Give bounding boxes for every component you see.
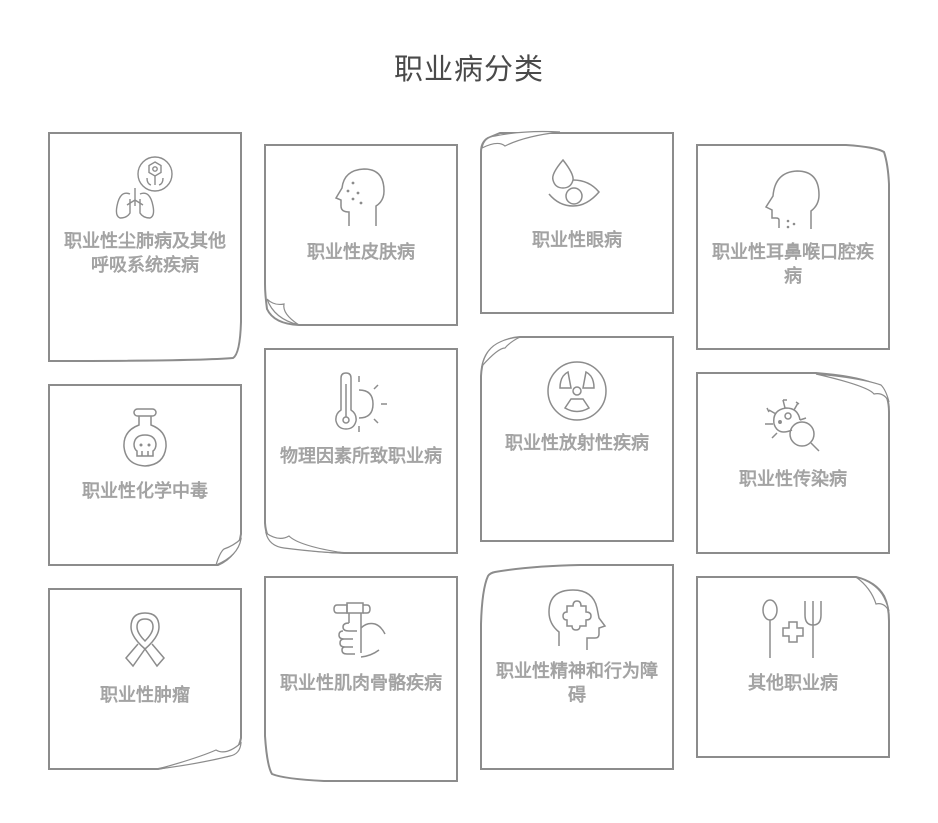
card-ent-disease[interactable]: 职业性耳鼻喉口腔疾病	[696, 144, 890, 350]
card-label: 职业性传染病	[739, 469, 847, 490]
card-eye-disease[interactable]: 职业性眼病	[480, 130, 674, 314]
card-frame	[480, 130, 674, 314]
card-frame	[264, 144, 458, 326]
card-label: 职业性眼病	[532, 230, 622, 251]
spoon-cross-fork-icon	[762, 599, 822, 658]
card-frame	[480, 564, 674, 770]
hand-grip-icon	[333, 602, 386, 658]
card-frame	[480, 336, 674, 542]
card-frame	[264, 348, 458, 554]
flask-skull-icon	[123, 408, 167, 467]
card-label: 职业性化学中毒	[82, 481, 208, 502]
card-infectious-disease[interactable]: 职业性传染病	[696, 372, 890, 554]
card-musculoskeletal-disease[interactable]: 职业性肌肉骨骼疾病	[264, 576, 458, 782]
card-mental-disorder[interactable]: 职业性精神和行为障碍	[480, 564, 674, 770]
head-throat-icon	[764, 170, 820, 229]
card-label: 物理因素所致职业病	[280, 446, 442, 467]
ribbon-icon	[125, 612, 165, 668]
face-spots-icon	[334, 168, 385, 226]
card-frame	[696, 372, 890, 554]
card-frame	[48, 588, 242, 770]
card-label: 职业性尘肺病及其他呼吸系统疾病	[64, 231, 226, 276]
card-other-disease[interactable]: 其他职业病	[696, 576, 890, 758]
card-label: 其他职业病	[748, 673, 838, 694]
card-label: 职业性肿瘤	[100, 685, 190, 706]
head-puzzle-icon	[548, 589, 607, 650]
card-frame	[48, 132, 242, 363]
card-frame	[696, 144, 890, 350]
bacteria-magnifier-icon	[765, 399, 820, 452]
card-label: 职业性肌肉骨骼疾病	[280, 673, 442, 694]
card-label: 职业性放射性疾病	[505, 433, 649, 454]
card-frame	[696, 576, 890, 758]
card-label: 职业性耳鼻喉口腔疾病	[712, 242, 874, 287]
thermometer-sun-icon	[335, 372, 387, 432]
radiation-icon	[547, 361, 607, 421]
lungs-virus-icon	[115, 156, 173, 219]
card-label: 职业性精神和行为障碍	[496, 661, 658, 706]
card-chemical-poisoning[interactable]: 职业性化学中毒	[48, 384, 242, 567]
card-skin-disease[interactable]: 职业性皮肤病	[264, 144, 458, 326]
card-tumor[interactable]: 职业性肿瘤	[48, 588, 242, 770]
card-frame	[264, 576, 458, 782]
page-title: 职业病分类	[393, 52, 544, 86]
card-physical-factors[interactable]: 物理因素所致职业病	[264, 348, 458, 554]
card-pneumoconiosis[interactable]: 职业性尘肺病及其他呼吸系统疾病	[48, 132, 242, 363]
eye-drop-icon	[548, 158, 600, 207]
card-label: 职业性皮肤病	[307, 242, 415, 263]
card-frame	[48, 384, 242, 567]
card-radiation-disease[interactable]: 职业性放射性疾病	[480, 336, 674, 542]
